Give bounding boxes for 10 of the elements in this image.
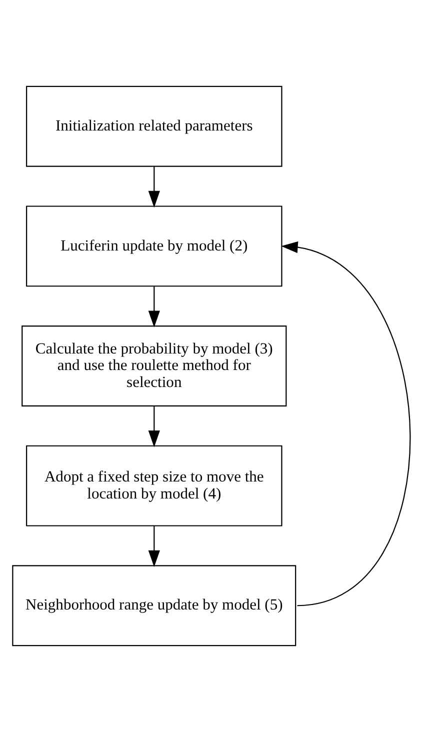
- arrow: [148, 526, 160, 567]
- node-box: Neighborhood range update by model (5): [12, 565, 296, 646]
- arrow: [148, 286, 160, 328]
- arrow: [148, 406, 160, 448]
- node-box: Adopt a fixed step size to move the location by model (4): [26, 445, 282, 526]
- node-box: Initialization related parameters: [26, 86, 282, 167]
- node-box: Calculate the probability by model (3) and use the roulette method for selection: [22, 326, 287, 406]
- arrow: [281, 241, 411, 606]
- node-box: Luciferin update by model (2): [26, 206, 282, 287]
- arrow: [148, 166, 160, 208]
